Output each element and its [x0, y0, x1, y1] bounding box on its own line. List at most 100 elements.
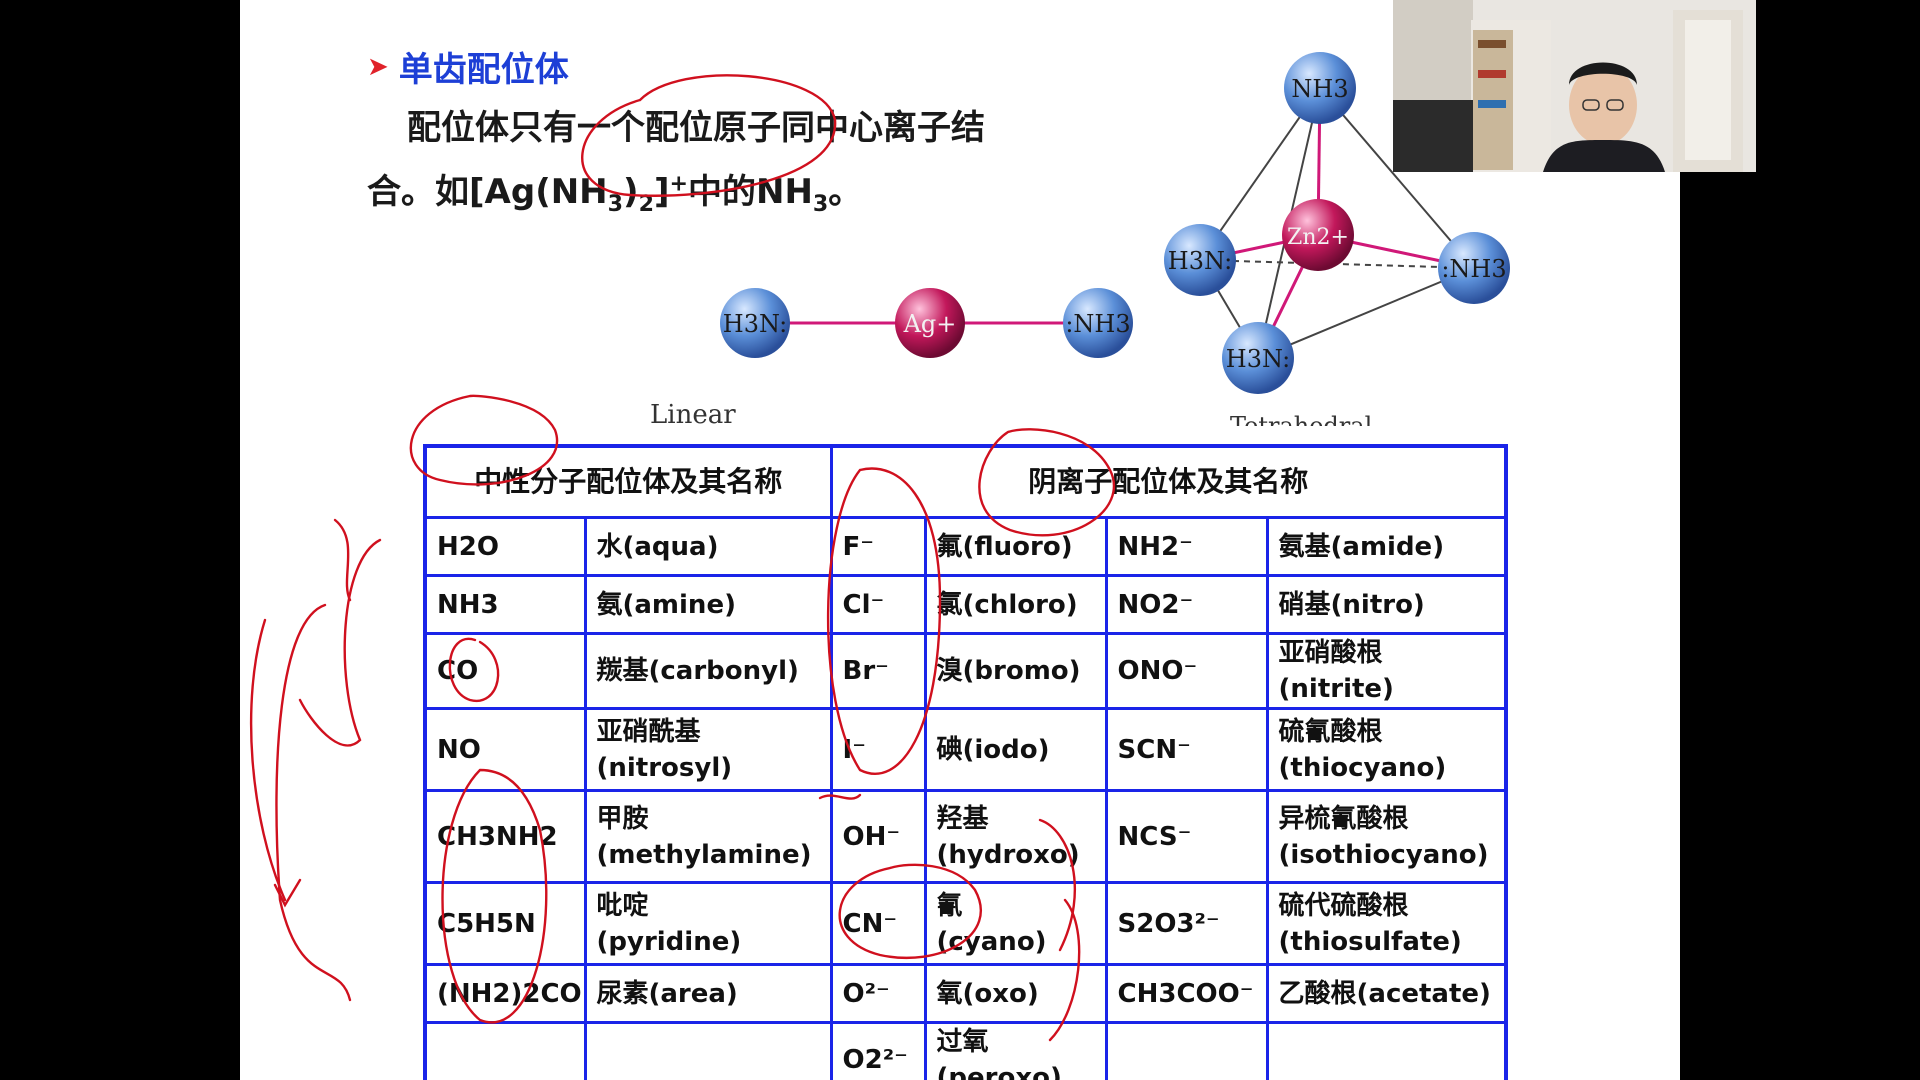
ligand-name: 过氧(peroxo) [936, 1027, 1062, 1080]
atom-center [895, 288, 965, 358]
name-cell: 溴(bromo) [923, 632, 1108, 710]
annotation-brace-top [333, 518, 352, 602]
paragraph-line-1: 配位体只有一个配位原子同中心离子结 [407, 108, 985, 148]
name-cell: 氯(chloro) [923, 574, 1108, 635]
linear-caption: Linear [650, 400, 736, 430]
tetra-center-label: Zn2+ [1287, 225, 1349, 250]
tetra-bottom-label: H3N: [1226, 345, 1290, 373]
ligand-name: 羰基(carbonyl) [596, 656, 799, 686]
formula-cell: S2O3²⁻ [1104, 881, 1269, 966]
ligand-name: 硫代硫酸根 [1278, 890, 1409, 921]
formula-cell: I⁻ [829, 707, 927, 792]
ligand-name: 水(aqua) [596, 531, 719, 562]
formula-cell: CN⁻ [829, 881, 927, 966]
ligand-name-latin: (cyano) [936, 926, 1047, 957]
formula-cell: O²⁻ [829, 963, 927, 1024]
ligand-name-latin: (isothiocyano) [1278, 839, 1489, 870]
ligand-name: 亚硝酰基 [596, 716, 701, 747]
name-cell: 硫代硫酸根 (thiosulfate) [1265, 881, 1508, 966]
formula-cell: NH3 [423, 574, 587, 635]
ligand-name: 羟基 [936, 803, 989, 834]
paragraph-line-2: 合。如[Ag(NH3)2]+中的NH3。 [367, 171, 863, 218]
name-cell: 水(aqua) [583, 516, 833, 577]
tetra-atom-right [1438, 232, 1510, 304]
ligand-name: 氨(amine) [596, 589, 736, 620]
ligand-name-latin: (pyridine) [596, 926, 742, 957]
name-cell: 尿素(area) [583, 963, 833, 1024]
atom-left [720, 288, 790, 358]
ligand-name-latin: (hydroxo) [936, 839, 1080, 870]
ligand-name-latin: (thiosulfate) [1278, 926, 1462, 957]
ligand-name: 尿素(area) [596, 978, 738, 1009]
tetrahedral-caption: Tetrahedral [1230, 412, 1373, 426]
formula-cell: SCN⁻ [1104, 707, 1269, 792]
ligand-name: 甲胺 [596, 803, 649, 834]
ligand-name: 亚硝酸根(nitrite) [1278, 638, 1394, 704]
name-cell: 亚硝酸根(nitrite) [1265, 632, 1508, 710]
formula-cell: (NH2)2CO [423, 963, 587, 1024]
annotation-arrowhead [273, 878, 302, 908]
annotation-arrow-path [249, 618, 287, 902]
ligand-name: 硝基(nitro) [1278, 589, 1425, 620]
atom-right [1063, 288, 1133, 358]
name-cell: 氧(oxo) [923, 963, 1108, 1024]
name-cell: 吡啶 (pyridine) [583, 881, 833, 966]
tetra-atom-top [1284, 52, 1356, 124]
tetra-top-label: NH3 [1291, 75, 1348, 103]
ligand-name: 吡啶 [596, 890, 649, 921]
formula-cell [423, 1021, 587, 1080]
ligand-name: 硫氰酸根 [1278, 716, 1383, 747]
ligand-name-latin: (thiocyano) [1278, 752, 1447, 783]
name-cell: 异梳氰酸根(isothiocyano) [1265, 789, 1508, 884]
formula-cell: H2O [423, 516, 587, 577]
atom-center-label: Ag+ [903, 310, 957, 338]
ligand-name: 乙酸根(acetate) [1278, 978, 1491, 1009]
name-cell [583, 1021, 833, 1080]
tetra-atom-left [1164, 224, 1236, 296]
name-cell: 氰 (cyano) [923, 881, 1108, 966]
name-cell: 乙酸根(acetate) [1265, 963, 1508, 1024]
linear-complex-figure: H3N: Ag+ :NH3 [720, 288, 1133, 358]
slide-heading: ➤ 单齿配位体 [367, 42, 569, 91]
ligand-name: 氨基(amide) [1278, 531, 1445, 562]
annotation-long-arrow-left [275, 603, 352, 1002]
ligand-name-latin: (methylamine) [596, 839, 812, 870]
formula-cell: ONO⁻ [1104, 632, 1269, 710]
name-cell: 氨(amine) [583, 574, 833, 635]
formula-cell: NH2⁻ [1104, 516, 1269, 577]
tetra-left-label: H3N: [1168, 247, 1232, 275]
ligand-name-latin: (nitrosyl) [596, 752, 733, 783]
name-cell: 硝基(nitro) [1265, 574, 1508, 635]
name-cell: 过氧(peroxo) [923, 1021, 1108, 1080]
presenter-body [1543, 140, 1665, 172]
formula-cell: NCS⁻ [1104, 789, 1269, 884]
formula-cell [1104, 1021, 1269, 1080]
webcam-overlay [1393, 0, 1756, 172]
name-cell: 碘(iodo) [923, 707, 1108, 792]
formula-cell: CO [423, 632, 587, 710]
ligand-name: 氧(oxo) [936, 978, 1039, 1009]
ligand-name: 氰 [936, 890, 963, 921]
ligand-name: 溴(bromo) [936, 656, 1081, 686]
tetra-atom-bottom [1222, 322, 1294, 394]
name-cell: 羟基 (hydroxo) [923, 789, 1108, 884]
formula-cell: OH⁻ [829, 789, 927, 884]
name-cell [1265, 1021, 1508, 1080]
formula-cell: NO2⁻ [1104, 574, 1269, 635]
header-neutral-ligands: 中性分子配位体及其名称 [423, 444, 833, 519]
header-anion-ligands: 阴离子配位体及其名称 [829, 444, 1508, 519]
annotation-bracket [298, 538, 382, 747]
heading-text: 单齿配位体 [398, 50, 569, 90]
name-cell: 甲胺 (methylamine) [583, 789, 833, 884]
ligand-name: 氟(fluoro) [936, 531, 1073, 562]
name-cell: 氨基(amide) [1265, 516, 1508, 577]
